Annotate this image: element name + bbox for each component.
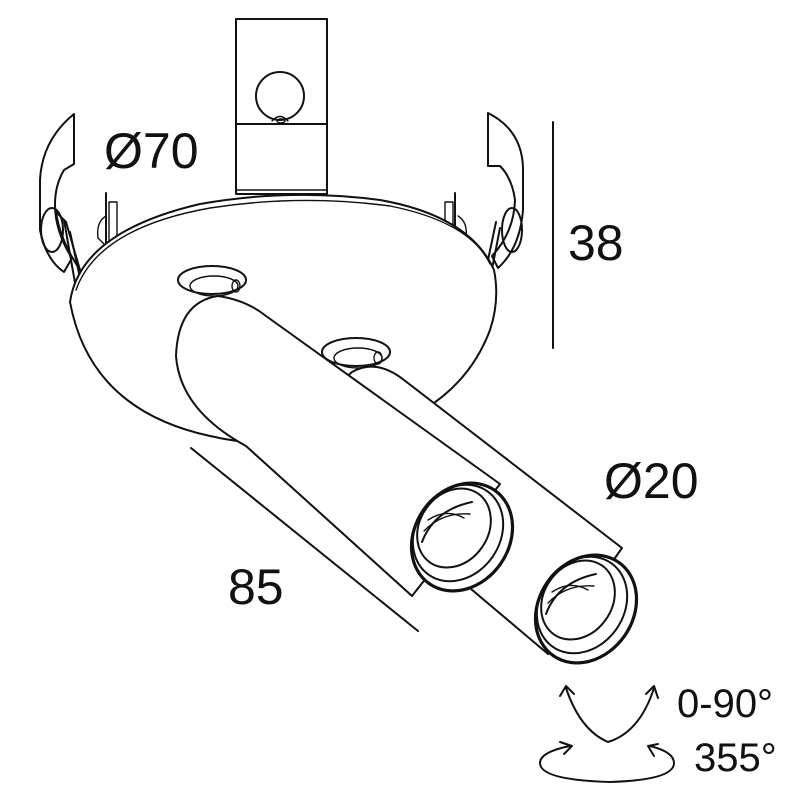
length-dimension-line [190, 447, 419, 632]
spotlight-tube-left [175, 295, 515, 597]
height-label: 38 [568, 215, 624, 271]
housing-diameter-label: Ø70 [104, 123, 199, 179]
connector-block [235, 18, 328, 195]
tube-length-label: 85 [228, 559, 284, 615]
pan-range-label: 355° [694, 736, 777, 780]
tilt-arrows-icon [559, 685, 659, 743]
tube-diameter-label: Ø20 [604, 453, 699, 509]
tilt-range-label: 0-90° [677, 682, 774, 726]
rotate-arrows-icon [539, 741, 675, 783]
